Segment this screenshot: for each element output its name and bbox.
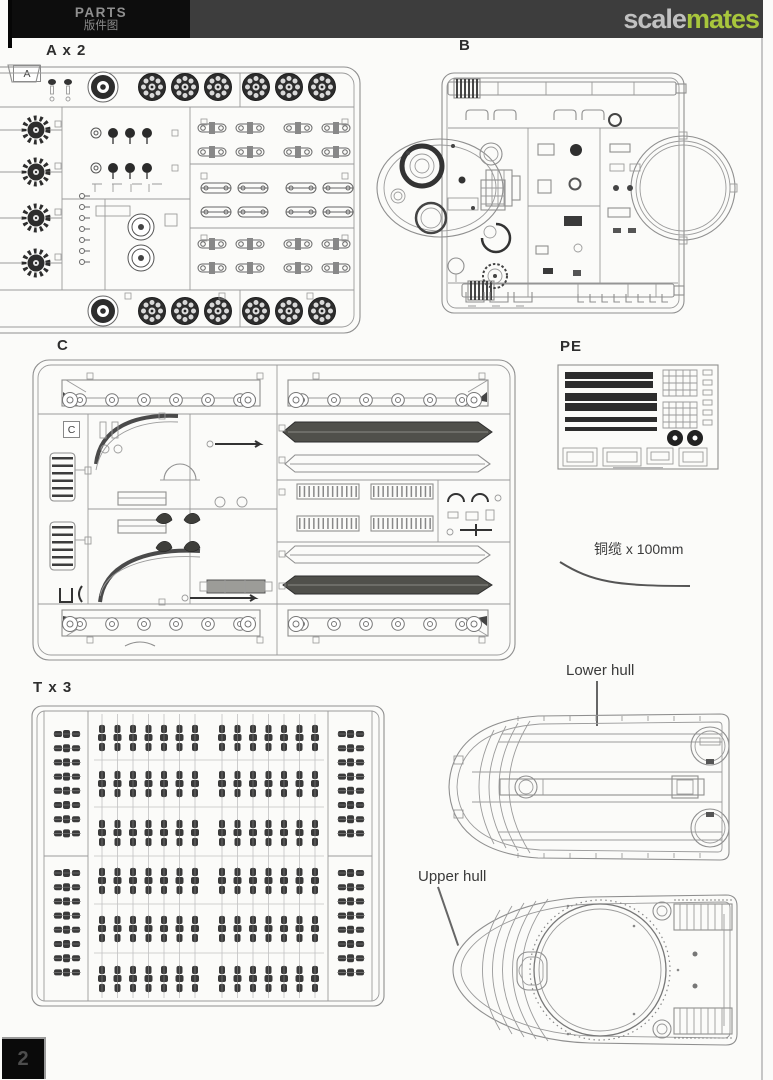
scalemates-watermark: scalemates [623, 1, 760, 37]
pe-frames [562, 447, 708, 467]
sprue-a-drawing [0, 64, 361, 334]
sprue-b-drawing [376, 72, 738, 314]
page-number-box: 2 [2, 1037, 46, 1079]
sprue-t-label: T x 3 [33, 679, 73, 696]
fender-pieces [61, 379, 489, 637]
sprue-a-label: A x 2 [46, 42, 87, 59]
scan-edge-line [761, 38, 763, 1080]
gun-barrel-bottom [461, 280, 685, 301]
sprue-pe-label: PE [560, 338, 583, 355]
fuel-drums [49, 452, 92, 571]
sprue-b-label: B [459, 37, 471, 54]
upper-hull-label: Upper hull [418, 868, 487, 885]
page-edge-mark [8, 0, 12, 48]
engine-grilles [673, 899, 733, 1039]
sprue-t-drawing [31, 705, 385, 1007]
pe-grille-strips [565, 372, 657, 431]
watermark-mates: mates [685, 4, 760, 34]
gun-barrel-top [447, 78, 687, 99]
cable-label: 铜缆 x 100mm [594, 541, 684, 557]
watermark-scale: scale [623, 4, 687, 34]
lower-hull-leader [596, 681, 598, 726]
parts-title: PARTS [74, 5, 128, 20]
lower-hull-label: Lower hull [566, 662, 635, 679]
track-pad-bars [296, 483, 434, 532]
sprue-c-label: C [57, 337, 69, 354]
sprue-c-drawing [32, 359, 516, 661]
page-number: 2 [17, 1047, 29, 1070]
parts-title-box: PARTS 版件图 [12, 0, 190, 38]
sprue-c-tag: C [63, 421, 80, 438]
lower-hull-drawing [448, 713, 730, 861]
turret-ring [630, 131, 738, 245]
side-skirts [282, 421, 493, 595]
pe-fret-drawing [557, 364, 719, 470]
cable-drawing [559, 561, 691, 587]
parts-subtitle: 版件图 [83, 19, 119, 32]
upper-hull-drawing [452, 894, 738, 1046]
